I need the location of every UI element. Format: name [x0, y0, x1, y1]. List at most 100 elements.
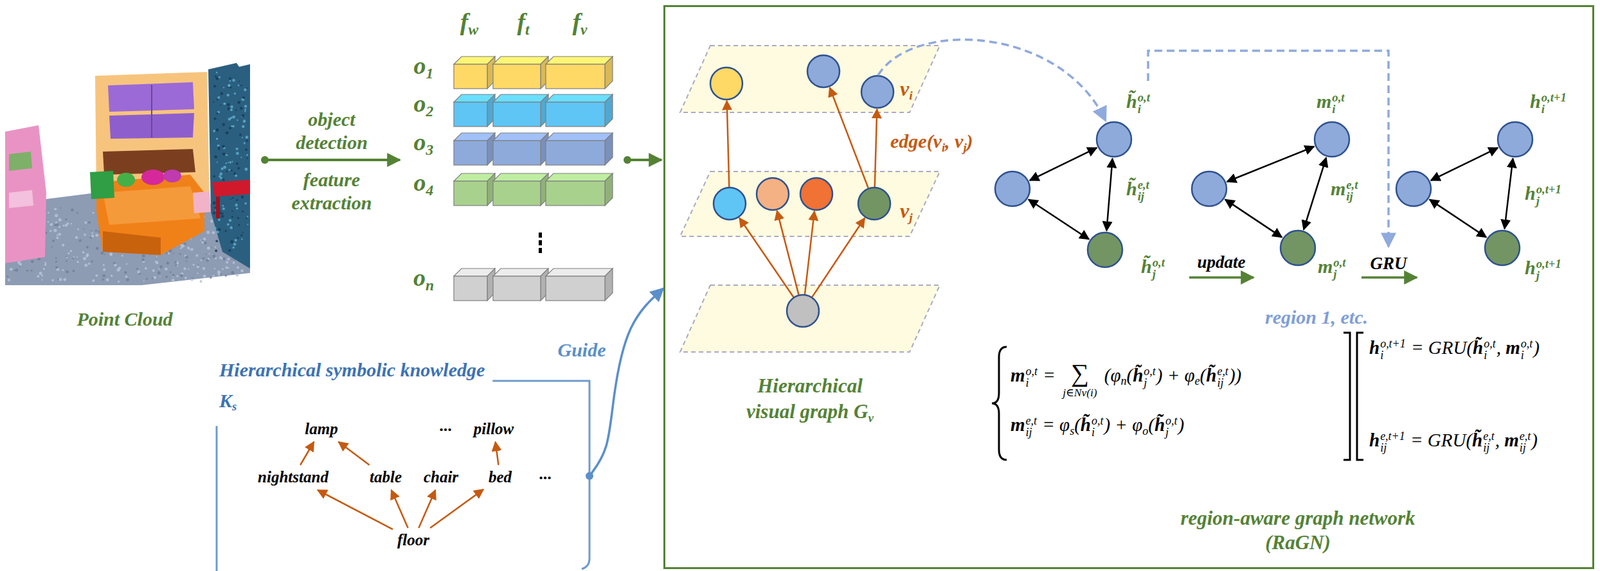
text-run: ∑: [1070, 359, 1089, 387]
graph-node: [807, 55, 840, 88]
edge-label: edge(vi, vj): [890, 129, 974, 160]
text-run: ij: [1216, 377, 1228, 389]
graph-arrow: [874, 109, 877, 188]
cloud-point: [244, 167, 248, 171]
text-run: ,: [1496, 337, 1507, 359]
cloud-point: [125, 275, 128, 279]
concept-word: pillow: [471, 419, 517, 440]
cloud-point: [61, 269, 64, 272]
text-run: h̃: [1141, 255, 1152, 278]
cloud-point: [59, 278, 63, 282]
wall-cloud: [208, 62, 251, 269]
state-label: hjo,t+1: [1524, 181, 1563, 208]
cloud-point: [224, 275, 227, 278]
cloud-point: [95, 247, 99, 251]
cloud-point: [246, 224, 249, 226]
script-pair: ije,t: [1346, 178, 1358, 203]
text-run: ): [966, 130, 974, 152]
cloud-point: [202, 267, 206, 270]
cloud-point: [231, 210, 233, 212]
equation: mio,t = ∑j∈Nv(i) (φn(h̃jo,t) + φe(h̃ije,…: [1010, 359, 1242, 400]
script-pair: io,t: [1091, 415, 1104, 440]
text-run: i: [1520, 350, 1533, 362]
cloud-point: [172, 274, 175, 277]
cloud-point: [72, 257, 75, 260]
cloud-point: [233, 172, 236, 175]
cloud-point: [62, 278, 67, 282]
cloud-point: [9, 268, 13, 272]
text-run: h̃: [1132, 365, 1143, 386]
cloud-point: [84, 221, 87, 225]
bed-cloud: [102, 231, 161, 256]
text-run: GRU: [1369, 253, 1407, 274]
text-run: j: [1333, 268, 1346, 281]
cloud-point: [82, 257, 87, 261]
cloud-point: [51, 246, 53, 248]
cloud-point: [13, 269, 15, 272]
graph-arrow: [739, 217, 794, 297]
script-pair: io,t: [1520, 338, 1533, 362]
concept-word: floor: [394, 530, 432, 551]
text-run: h̃: [1126, 90, 1138, 112]
text-run: (: [1148, 414, 1155, 436]
text-run: =: [1037, 414, 1060, 436]
cloud-point: [55, 223, 60, 227]
script-pair: io,t: [1025, 365, 1038, 389]
text-run: h: [1524, 257, 1536, 279]
text-run: 1: [426, 64, 434, 82]
cloud-point: [61, 243, 65, 247]
cloud-point: [151, 277, 154, 280]
text-run: =: [1038, 365, 1061, 386]
cloud-point: [57, 232, 62, 236]
text-run: o,t+1: [1380, 338, 1406, 351]
object-label: o2: [413, 88, 434, 127]
text-run: , v: [944, 130, 963, 152]
cloud-point: [217, 96, 220, 99]
graph-arrow: [1028, 199, 1089, 240]
graph-node: [1314, 122, 1350, 157]
cloud-point: [218, 248, 221, 251]
text-run: object: [307, 108, 355, 130]
cloud-point: [237, 224, 240, 227]
wardrobe-cloud: [5, 125, 47, 264]
cloud-point: [58, 218, 62, 222]
text-run: ij: [1519, 442, 1531, 455]
cloud-point: [176, 275, 179, 278]
flow-arrow: [264, 158, 400, 162]
cloud-point: [158, 268, 160, 270]
pillow-cloud: [116, 172, 135, 188]
cloud-point: [95, 274, 98, 278]
cloud-point: [57, 278, 59, 281]
script-pair: ije,t: [1025, 415, 1037, 440]
text-run: j∈Nv(i): [1062, 386, 1097, 400]
cube-front: [545, 181, 605, 206]
cloud-point: [214, 75, 217, 78]
cloud-point: [216, 98, 218, 101]
cube-front: [545, 64, 605, 89]
text-run: i: [1483, 350, 1496, 362]
cloud-point: [90, 230, 92, 232]
cloud-point: [229, 161, 232, 164]
text-run: o,t: [1520, 338, 1533, 351]
cloud-point: [227, 86, 229, 89]
cloud-point: [230, 116, 233, 119]
cloud-point: [144, 267, 148, 270]
text-run: m: [1316, 90, 1332, 112]
visual-graph: [680, 45, 940, 353]
cloud-point: [226, 257, 230, 261]
text-run: 3: [426, 141, 434, 159]
cloud-point: [230, 198, 232, 200]
cloud-point: [90, 260, 94, 263]
cube-front: [453, 64, 488, 89]
text-run: nightstand: [257, 468, 329, 486]
text-run: region 1, etc.: [1265, 306, 1368, 328]
cloud-point: [206, 230, 210, 234]
text-run: detection: [295, 131, 368, 153]
cloud-point: [103, 253, 105, 256]
cloud-point: [55, 260, 58, 263]
text-run: ij: [1483, 442, 1494, 455]
graph-node: [1497, 122, 1533, 157]
cloud-point: [225, 266, 229, 269]
cloud-point: [221, 257, 224, 260]
